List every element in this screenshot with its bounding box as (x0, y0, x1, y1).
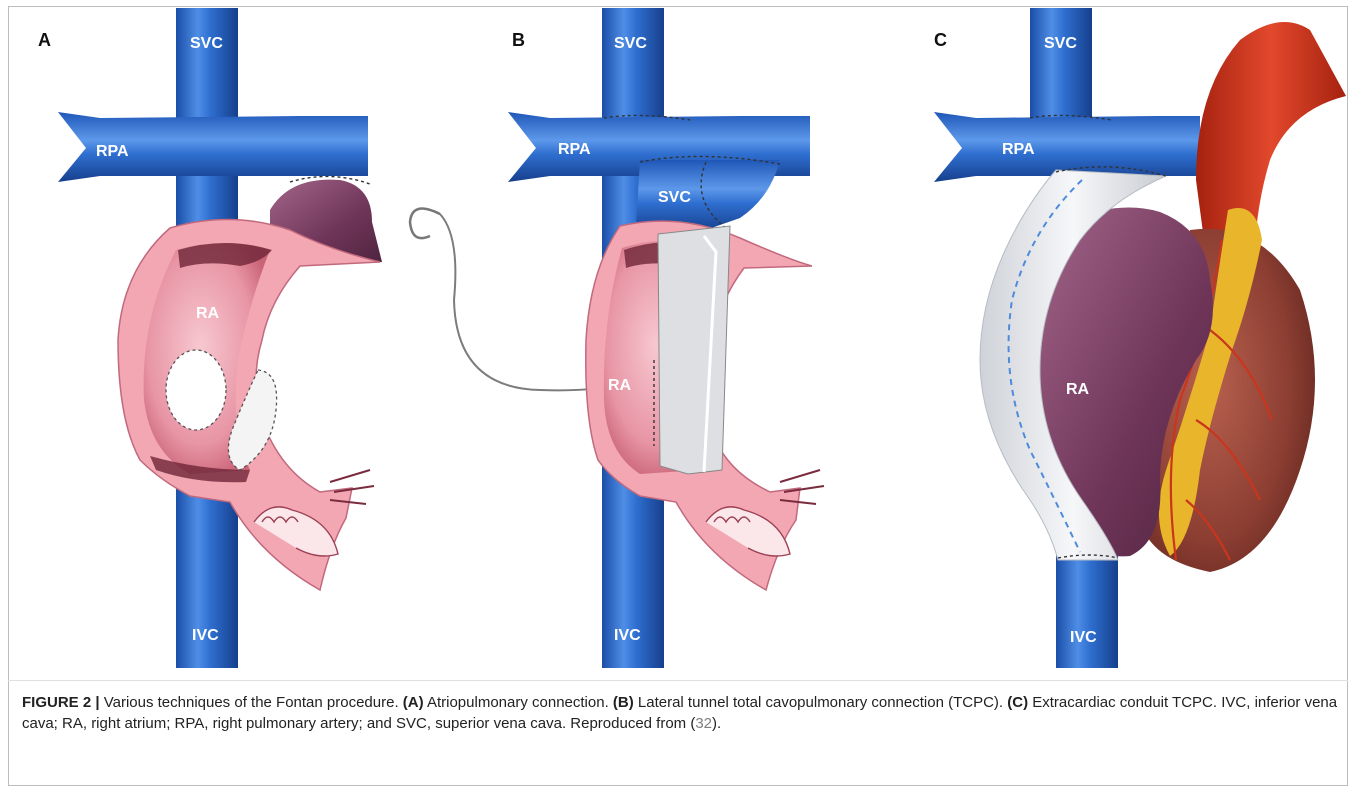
panel-a-patch (166, 350, 226, 430)
panel-c-ra-label: RA (1066, 381, 1090, 398)
panel-b-letter: B (512, 30, 525, 50)
caption-b-text: Lateral tunnel total cavopulmonary conne… (634, 694, 1008, 711)
panel-b-rpa-label: RPA (558, 141, 591, 158)
caption-a-text: Atriopulmonary connection. (424, 694, 613, 711)
caption-b-key: (B) (613, 694, 634, 711)
panel-b-svc-mid-label: SVC (658, 189, 691, 206)
caption-c-key: (C) (1007, 694, 1028, 711)
panel-a: A SVC RPA RA IVC (38, 8, 382, 668)
panel-c: C SVC RPA RA IVC (934, 8, 1346, 668)
panel-c-letter: C (934, 30, 947, 50)
panel-c-svc-label: SVC (1044, 35, 1077, 52)
panel-a-ra-label: RA (196, 305, 220, 322)
panel-c-ivc-label: IVC (1070, 629, 1097, 646)
panel-a-svc-label: SVC (190, 35, 223, 52)
panel-b-tunnel-baffle (658, 226, 730, 474)
caption-reference-link[interactable]: 32 (695, 715, 712, 732)
caption-divider (8, 680, 1348, 681)
panel-a-letter: A (38, 30, 51, 50)
caption-end: ). (712, 715, 721, 732)
panel-b: B SVC RPA SVC RA IVC (508, 8, 824, 668)
panel-b-svc-top-label: SVC (614, 35, 647, 52)
panel-a-rpa-label: RPA (96, 143, 129, 160)
panel-c-ivc-vessel (1056, 552, 1118, 668)
panel-b-ra-label: RA (608, 377, 632, 394)
panel-b-ivc-label: IVC (614, 627, 641, 644)
caption-figure-label: FIGURE 2 | (22, 694, 100, 711)
caption-intro: Various techniques of the Fontan procedu… (100, 694, 403, 711)
caption-a-key: (A) (403, 694, 424, 711)
suture-needle (410, 209, 440, 239)
panel-a-ivc-label: IVC (192, 627, 219, 644)
fontan-illustration: A SVC RPA RA IVC B SVC RPA SVC RA IVC (0, 0, 1358, 680)
panel-c-rpa-label: RPA (1002, 141, 1035, 158)
panel-c-svc-vessel (1030, 8, 1092, 128)
figure-caption: FIGURE 2 | Various techniques of the Fon… (22, 692, 1338, 734)
